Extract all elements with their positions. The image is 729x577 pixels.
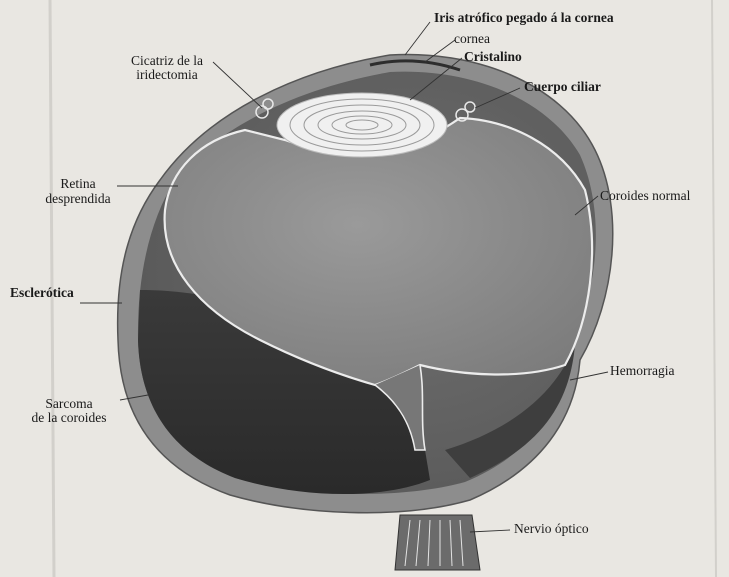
- label-cristalino: Cristalino: [464, 50, 522, 64]
- label-retina-1: Retina: [30, 177, 126, 191]
- lens: [277, 93, 447, 157]
- label-cicatriz-1: Cicatriz de la: [112, 54, 222, 68]
- label-cuerpo-ciliar: Cuerpo ciliar: [524, 80, 601, 94]
- label-retina-2: desprendida: [30, 192, 126, 206]
- label-coroides-normal: Coroides normal: [600, 189, 690, 203]
- label-sarcoma-1: Sarcoma: [14, 397, 124, 411]
- label-nervio-optico: Nervio óptico: [514, 522, 589, 536]
- label-cornea: cornea: [454, 32, 490, 46]
- label-sarcoma-2: de la coroides: [14, 411, 124, 425]
- label-hemorragia: Hemorragia: [610, 364, 674, 378]
- label-esclerotica: Esclerótica: [10, 286, 74, 300]
- label-cicatriz-2: iridectomia: [112, 68, 222, 82]
- paper-fold-line: [712, 0, 716, 577]
- label-iris: Iris atrófico pegado á la cornea: [434, 11, 614, 25]
